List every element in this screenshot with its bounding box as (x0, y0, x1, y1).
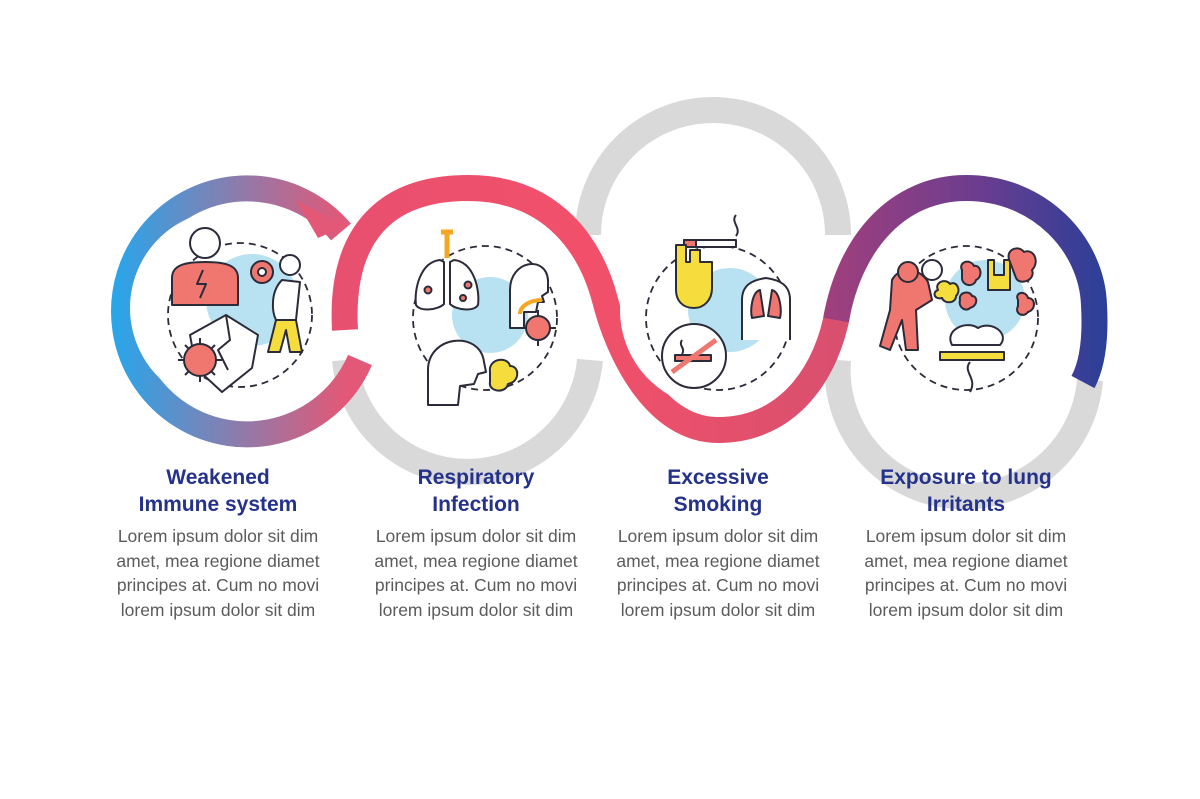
step-4-title: Exposure to lung Irritants (846, 464, 1086, 520)
coughing-person-icon (427, 339, 487, 406)
white-smoke-icon (949, 324, 1004, 346)
step-4-title-line-1: Exposure to lung (880, 466, 1052, 489)
torso-lungs-icon (741, 277, 791, 340)
cigarette-icon (939, 351, 1005, 361)
ribbon-arrow-tail (296, 200, 345, 238)
lightning-icon (196, 269, 207, 299)
crack-icon (217, 314, 231, 371)
gradient-ribbon (111, 174, 1108, 448)
step-2-title-line-1: Respiratory (417, 466, 535, 489)
step-3-body-line: lorem ipsum dolor sit dim (620, 599, 816, 620)
excessive-smoking-illustration (661, 214, 791, 389)
step-4-body-line: amet, mea regione diamet (864, 550, 1068, 571)
ring-track-3 (575, 97, 851, 236)
smoke-cloud-icon (958, 291, 978, 311)
ring-track-2 (332, 358, 603, 485)
dust-cloud-icon (933, 280, 960, 304)
smoke-trail-icon (966, 361, 974, 393)
step-4-body-line: principes at. Cum no movi (864, 575, 1068, 595)
step-2-title: Respiratory Infection (356, 464, 596, 520)
hand-icon (675, 244, 713, 309)
ring-track-4 (824, 358, 1103, 510)
step-2-body-line: amet, mea regione diamet (374, 550, 578, 571)
step-4-text: Exposure to lung Irritants Lorem ipsum d… (846, 464, 1086, 622)
step-3-title: Excessive Smoking (598, 464, 838, 520)
person-head-icon (921, 259, 943, 281)
step-3-body-line: Lorem ipsum dolor sit dim (617, 526, 819, 546)
step-2-text: Respiratory Infection Lorem ipsum dolor … (356, 464, 596, 622)
step-4-title-line-2: Irritants (926, 493, 1006, 516)
tired-person-body-icon (271, 279, 301, 321)
smoke-cloud-icon (960, 260, 982, 286)
step-3-title-line-1: Excessive (667, 466, 769, 489)
arms-up-person-icon (987, 259, 1011, 291)
step-1-body-line: Lorem ipsum dolor sit dim (117, 526, 319, 546)
step-1-description: Lorem ipsum dolor sit dim amet, mea regi… (98, 524, 338, 622)
virus-icon (520, 310, 556, 346)
ribbon-segment-2 (331, 174, 851, 444)
no-smoking-icon (661, 323, 727, 389)
step-3-title-line-2: Smoking (673, 493, 763, 516)
step-1-body-line: lorem ipsum dolor sit dim (120, 599, 316, 620)
tired-person-head-icon (279, 254, 301, 276)
step-1-body-line: principes at. Cum no movi (116, 575, 320, 595)
step-4-body-line: lorem ipsum dolor sit dim (868, 599, 1064, 620)
step-1-title: Weakened Immune system (98, 464, 338, 520)
smoke-cloud-icon (1016, 292, 1035, 316)
lung-irritants-illustration (879, 247, 1037, 393)
trachea-icon (441, 229, 453, 258)
step-1-body-line: amet, mea regione diamet (116, 550, 320, 571)
step-2-body-line: principes at. Cum no movi (374, 575, 578, 595)
step-4-body-line: Lorem ipsum dolor sit dim (865, 526, 1067, 546)
dashed-circle-2 (412, 245, 558, 391)
tired-person-legs-icon (267, 319, 303, 353)
ring-tracks (332, 97, 1103, 510)
step-1-title-line-1: Weakened (166, 466, 270, 489)
person-head-icon (189, 227, 221, 259)
step-2-description: Lorem ipsum dolor sit dim amet, mea regi… (356, 524, 596, 622)
cough-stream-icon (518, 298, 543, 315)
step-3-body-line: principes at. Cum no movi (616, 575, 820, 595)
weakened-immune-system-illustration (171, 227, 303, 393)
ribbon-segment-3 (823, 174, 1108, 389)
bent-person-head-icon (897, 261, 919, 283)
step-2-body-line: lorem ipsum dolor sit dim (378, 599, 574, 620)
respiratory-infection-illustration (414, 229, 556, 406)
step-1-title-line-2: Immune system (138, 493, 298, 516)
smoke-icon (733, 214, 739, 237)
step-2-body-line: Lorem ipsum dolor sit dim (375, 526, 577, 546)
step-2-title-line-2: Infection (432, 493, 520, 516)
left-lung-icon (414, 259, 445, 311)
dashed-circle-4 (893, 245, 1039, 391)
breath-cloud-icon (488, 358, 519, 392)
virus-icon (178, 338, 222, 382)
dashed-circle-1 (167, 242, 313, 388)
ribbon-segment-1 (111, 175, 372, 448)
step-3-text: Excessive Smoking Lorem ipsum dolor sit … (598, 464, 838, 622)
step-1-text: Weakened Immune system Lorem ipsum dolor… (98, 464, 338, 622)
step-3-description: Lorem ipsum dolor sit dim amet, mea regi… (598, 524, 838, 622)
step-3-body-line: amet, mea regione diamet (616, 550, 820, 571)
step-4-description: Lorem ipsum dolor sit dim amet, mea regi… (846, 524, 1086, 622)
smoke-cloud-icon (1007, 247, 1037, 283)
